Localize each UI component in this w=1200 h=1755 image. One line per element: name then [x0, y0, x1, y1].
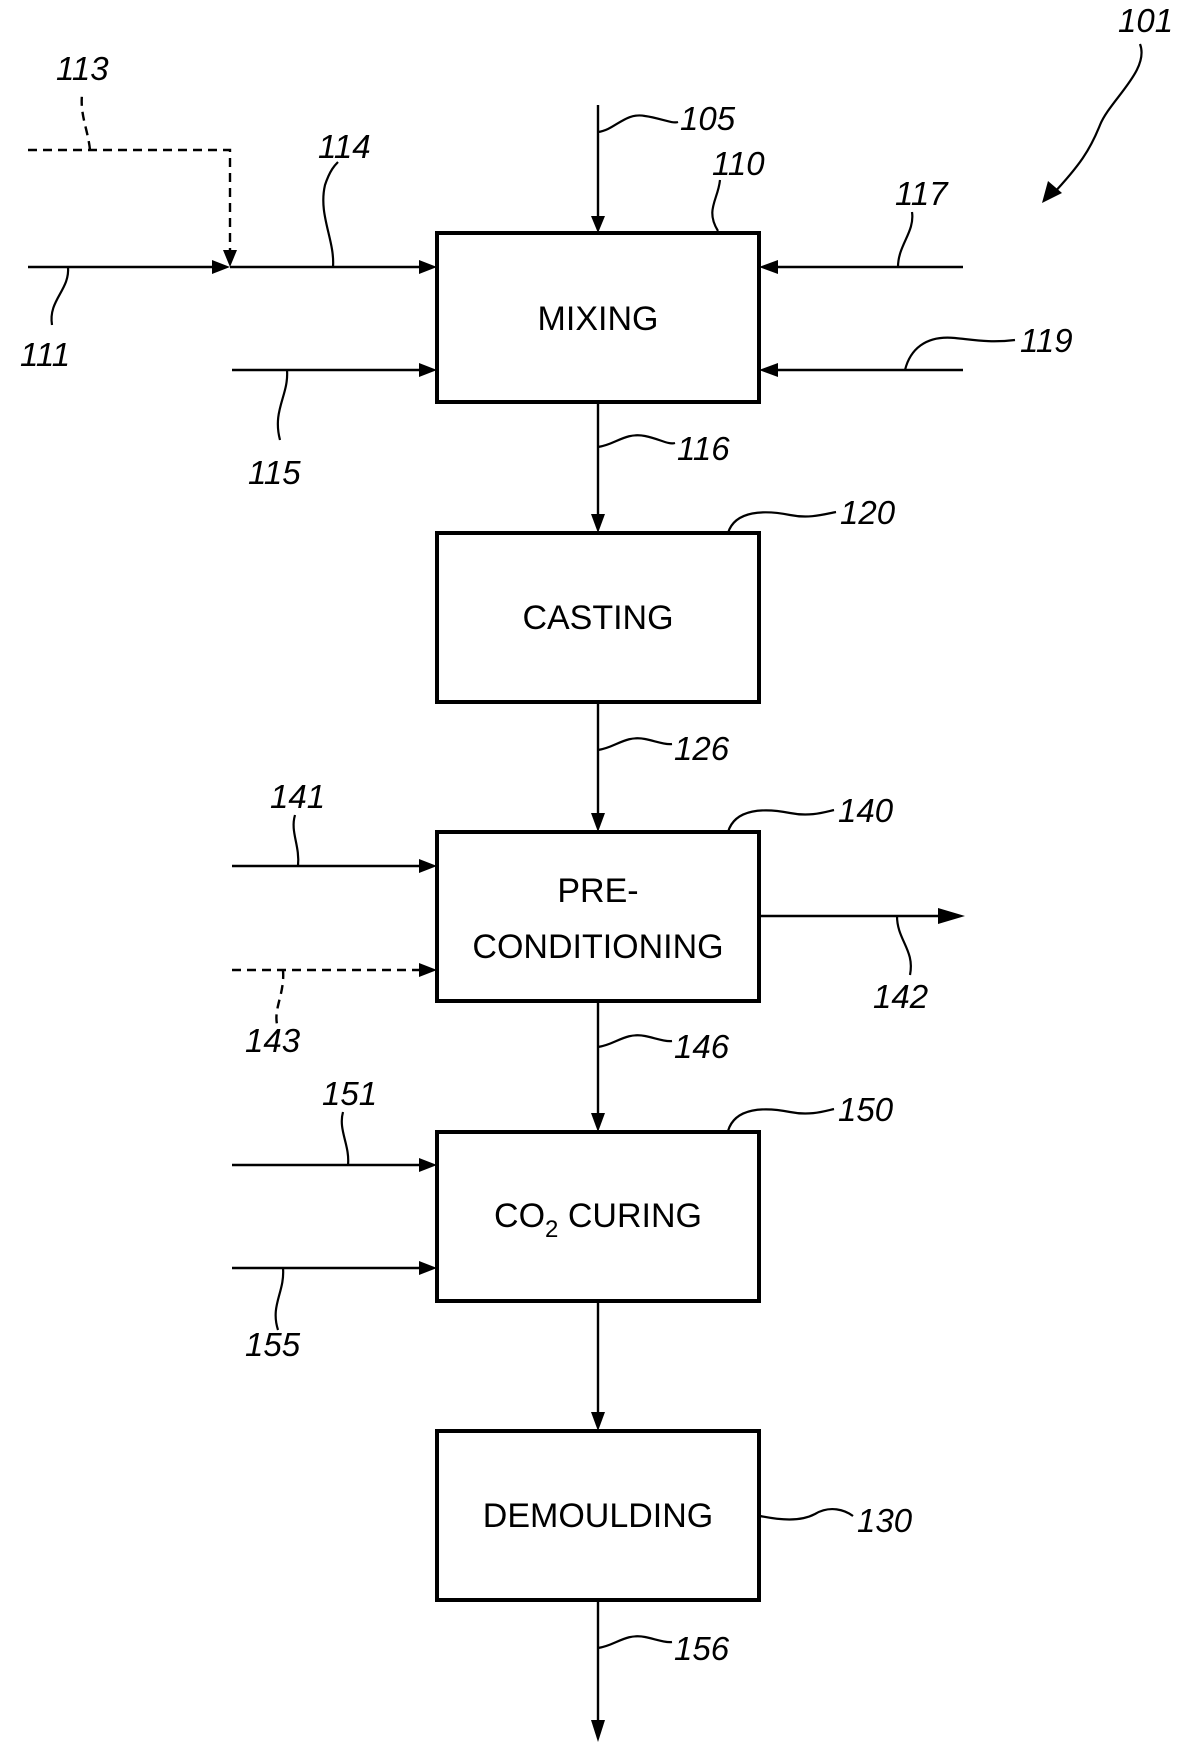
- stream-119-label: 119: [1020, 322, 1073, 359]
- stream-115-leader: [276, 369, 289, 441]
- figure-number-leader: [1051, 43, 1143, 196]
- stream-105-label: 105: [680, 100, 736, 137]
- demoulding-ref-leader: [759, 1507, 854, 1521]
- stream-117-leader: [896, 211, 914, 268]
- preconditioning-label-line1: PRE-: [557, 872, 638, 910]
- stream-143-label: 143: [245, 1022, 301, 1059]
- stream-114-label: 114: [318, 128, 371, 165]
- stream-116-label: 116: [677, 430, 730, 467]
- stream-105-arrowhead: [591, 216, 605, 233]
- stream-119-arrowhead: [759, 363, 778, 377]
- stream-155-arrowhead: [419, 1261, 437, 1275]
- stream-155-label: 155: [245, 1326, 301, 1363]
- stream-116-leader: [597, 434, 676, 449]
- stream-156-leader: [597, 1635, 673, 1650]
- stream-143-arrowhead: [419, 963, 437, 977]
- preconditioning-label-line2: CONDITIONING: [472, 928, 723, 966]
- preconditioning-box: [435, 830, 761, 1003]
- mixing-ref-leader: [711, 179, 722, 232]
- stream-151-label: 151: [322, 1075, 377, 1112]
- stream-126-leader: [597, 737, 673, 752]
- mixing-box: [435, 231, 761, 404]
- casting-label: CASTING: [522, 599, 673, 637]
- stream-119-leader: [903, 336, 1016, 371]
- stream-113-arrowhead: [223, 250, 237, 267]
- co2-curing-label-subscript: 2: [545, 1216, 558, 1243]
- stream-156-arrowhead: [591, 1720, 605, 1742]
- stream-146-arrowhead: [591, 1113, 605, 1132]
- stream-113-line: [28, 148, 232, 252]
- co2-curing-label-suffix: CURING: [558, 1197, 702, 1235]
- co2-curing-ref: 150: [838, 1091, 894, 1128]
- preconditioning-ref-leader: [726, 808, 835, 833]
- demoulding-label: DEMOULDING: [483, 1497, 713, 1535]
- stream-151-leader: [340, 1111, 350, 1166]
- stream-156-label: 156: [674, 1630, 730, 1667]
- preconditioning-ref: 140: [838, 792, 894, 829]
- figure-number-arrowhead: [1042, 181, 1062, 203]
- stream-116-arrowhead: [591, 514, 605, 533]
- casting-ref: 120: [840, 494, 896, 531]
- stream-141-arrowhead: [419, 859, 437, 873]
- stream-126-arrowhead: [591, 813, 605, 832]
- stream-117-arrowhead: [759, 260, 778, 274]
- stream-115-label: 115: [248, 454, 301, 491]
- stream-142-label: 142: [873, 978, 928, 1015]
- co2-curing-label-prefix: CO: [494, 1197, 545, 1235]
- demoulding-ref: 130: [857, 1502, 913, 1539]
- curing-to-demoulding-arrowhead: [591, 1412, 605, 1431]
- stream-114-arrowhead: [419, 260, 437, 274]
- stream-155-leader: [274, 1267, 285, 1331]
- casting-box: [435, 531, 761, 704]
- stream-151-arrowhead: [419, 1158, 437, 1172]
- stream-105-leader: [597, 114, 679, 134]
- stream-146-label: 146: [674, 1028, 730, 1065]
- co2-curing-ref-leader: [726, 1107, 835, 1132]
- stream-143-leader: [275, 969, 285, 1029]
- stream-141-leader: [292, 814, 300, 867]
- stream-113-leader: [80, 94, 92, 151]
- stream-142-arrowhead: [938, 908, 965, 924]
- co2-curing-label: CO2 CURING: [494, 1197, 702, 1243]
- stream-126-label: 126: [674, 730, 730, 767]
- stream-114-leader: [322, 161, 339, 268]
- casting-ref-leader: [726, 510, 837, 534]
- stream-146-leader: [597, 1034, 673, 1049]
- mixing-ref: 110: [712, 145, 765, 182]
- stream-111-leader: [50, 266, 70, 326]
- figure-number-label: 101: [1118, 2, 1173, 39]
- stream-117-label: 117: [895, 175, 949, 212]
- mixing-label: MIXING: [538, 300, 659, 338]
- stream-111-label: 111: [20, 336, 70, 373]
- stream-115-arrowhead: [419, 363, 437, 377]
- stream-113-label: 113: [56, 50, 109, 87]
- stream-142-leader: [895, 915, 912, 976]
- stream-141-label: 141: [270, 778, 325, 815]
- stream-111-arrowhead: [212, 260, 230, 274]
